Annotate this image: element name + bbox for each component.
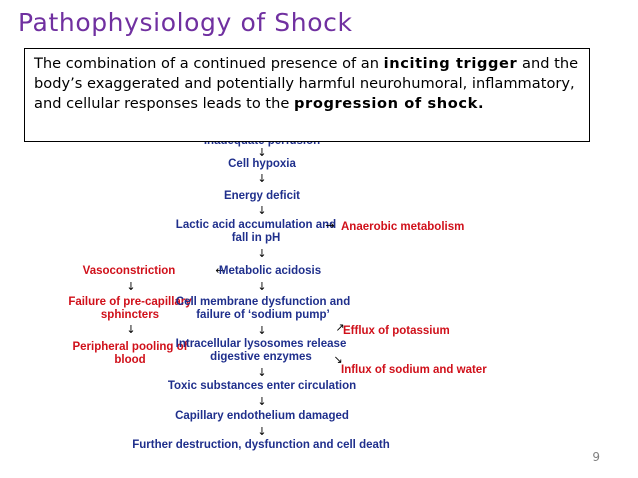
lactic-line2: fall in pH xyxy=(231,232,281,244)
callout-text-part1: The combination of a continued presence … xyxy=(34,55,384,72)
failure-line2: sphincters xyxy=(100,309,160,321)
node-anaerobic-metabolism: Anaerobic metabolism xyxy=(341,221,465,233)
node-lactic-acid: Lactic acid accumulation and fall in pH xyxy=(176,219,336,245)
arrow-up-right-efflux: ↗ xyxy=(335,321,345,334)
node-vasoconstriction: Vasoconstriction xyxy=(82,265,176,277)
node-influx-sodium: Influx of sodium and water xyxy=(341,364,487,376)
page-number: 9 xyxy=(592,450,600,464)
arrow-down-1: ↓ xyxy=(257,146,267,159)
callout-text-part2: and the body’s exaggerated and potential… xyxy=(34,55,579,112)
node-lysosomes: Intracellular lysosomes release digestiv… xyxy=(176,338,347,364)
node-cell-membrane: Cell membrane dysfunction and failure of… xyxy=(176,296,350,322)
definition-callout: The combination of a continued presence … xyxy=(24,48,590,142)
arrow-down-9: ↓ xyxy=(257,425,267,438)
lysosomes-line2: digestive enzymes xyxy=(210,351,312,363)
node-cell-hypoxia: Cell hypoxia xyxy=(228,158,296,170)
node-energy-deficit: Energy deficit xyxy=(223,190,301,202)
arrow-down-right-influx: ↘ xyxy=(333,353,343,366)
membrane-line2: failure of ‘sodium pump’ xyxy=(196,309,330,321)
node-efflux-potassium: Efflux of potassium xyxy=(343,325,450,337)
callout-emphasis-inciting-trigger: inciting trigger xyxy=(383,55,518,72)
lactic-line1: Lactic acid accumulation and xyxy=(175,219,337,231)
failure-line1: Failure of pre-capillary xyxy=(68,296,192,308)
node-peripheral-pooling: Peripheral pooling of blood xyxy=(72,341,187,367)
arrow-right-anaerobic: → xyxy=(325,219,335,232)
node-failure-precapillary: Failure of pre-capillary sphincters xyxy=(68,296,191,322)
arrow-down-7: ↓ xyxy=(257,366,267,379)
slide-title: Pathophysiology of Shock xyxy=(18,8,353,37)
lysosomes-line1: Intracellular lysosomes release xyxy=(175,338,347,350)
arrow-down-3: ↓ xyxy=(257,204,267,217)
arrow-down-6: ↓ xyxy=(257,324,267,337)
node-metabolic-acidosis: Metabolic acidosis xyxy=(218,265,322,277)
arrow-down-left-2: ↓ xyxy=(126,323,136,336)
node-toxic-substances: Toxic substances enter circulation xyxy=(167,380,357,392)
pooling-line2: blood xyxy=(114,354,146,366)
arrow-down-left-1: ↓ xyxy=(126,280,136,293)
membrane-line1: Cell membrane dysfunction and xyxy=(175,296,351,308)
arrow-down-5: ↓ xyxy=(257,280,267,293)
callout-emphasis-progression: progression of shock. xyxy=(293,95,485,112)
node-capillary-endothelium: Capillary endothelium damaged xyxy=(175,410,349,422)
arrow-down-2: ↓ xyxy=(257,172,267,185)
arrow-down-4: ↓ xyxy=(257,247,267,260)
arrow-left-acidosis: ← xyxy=(215,264,225,277)
node-further-destruction: Further destruction, dysfunction and cel… xyxy=(132,439,390,451)
arrow-down-8: ↓ xyxy=(257,395,267,408)
pooling-line1: Peripheral pooling of xyxy=(72,341,188,353)
